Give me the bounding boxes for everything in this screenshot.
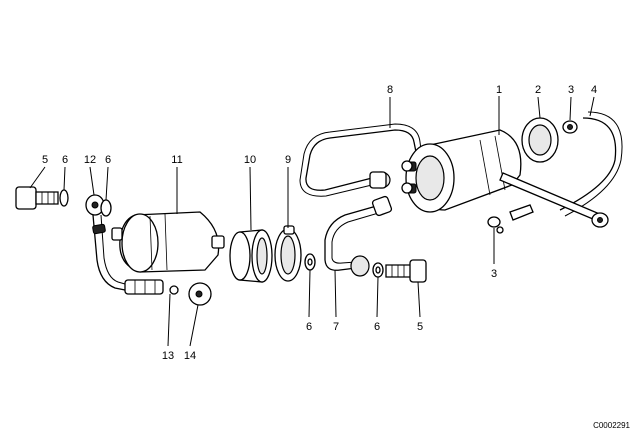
- callout-14: 14: [184, 350, 196, 362]
- callout-labels: 1 2 3 4 8 5 6 12 6 11 10 9 3 13 14 6 7 6…: [42, 84, 597, 362]
- callout-6-middle: 6: [306, 321, 312, 333]
- callout-7: 7: [333, 321, 339, 333]
- part-3-clip-lower: [487, 204, 534, 234]
- callout-4: 4: [591, 84, 597, 96]
- part-5-banjo-bolt-left: [15, 186, 59, 210]
- part-6-washer-left-b: [100, 199, 112, 217]
- callout-13: 13: [162, 350, 174, 362]
- callout-6-left: 6: [62, 154, 68, 166]
- callout-11: 11: [171, 154, 182, 166]
- part-4-bracket-strap: [499, 111, 623, 228]
- part-2-clamp-ring: [521, 117, 559, 163]
- part-3-clip-upper: [562, 120, 578, 134]
- part-8-fuel-line-loop: [299, 123, 422, 197]
- part-13-fitting: [124, 279, 179, 295]
- callout-3-lower: 3: [491, 268, 497, 280]
- part-6-washer-middle: [304, 253, 316, 271]
- part-10-rubber-sleeve: [229, 229, 273, 283]
- part-5-banjo-bolt-right: [385, 259, 427, 283]
- part-6-washer-left-a: [59, 189, 69, 207]
- callout-2: 2: [535, 84, 541, 96]
- callout-3-upper: 3: [568, 84, 574, 96]
- part-9-hose-clamp: [274, 225, 302, 282]
- callout-12: 12: [84, 154, 96, 166]
- callout-1: 1: [496, 84, 502, 96]
- callout-5-right: 5: [417, 321, 423, 333]
- callout-5-left: 5: [42, 154, 48, 166]
- callout-6-left-b: 6: [105, 154, 111, 166]
- catalog-number: C0002291: [593, 421, 630, 430]
- callout-10: 10: [244, 154, 256, 166]
- callout-8: 8: [387, 84, 393, 96]
- callout-9: 9: [285, 154, 291, 166]
- callout-6-right: 6: [374, 321, 380, 333]
- part-14-cap-nut: [188, 282, 212, 306]
- part-11-fuel-filter: [111, 211, 225, 273]
- part-12-inlet-line: [85, 194, 126, 291]
- part-1-fuel-accumulator: [401, 129, 522, 213]
- part-7-fuel-pipe: [324, 195, 393, 277]
- part-6-washer-right: [372, 262, 384, 278]
- leader-lines: [29, 96, 595, 347]
